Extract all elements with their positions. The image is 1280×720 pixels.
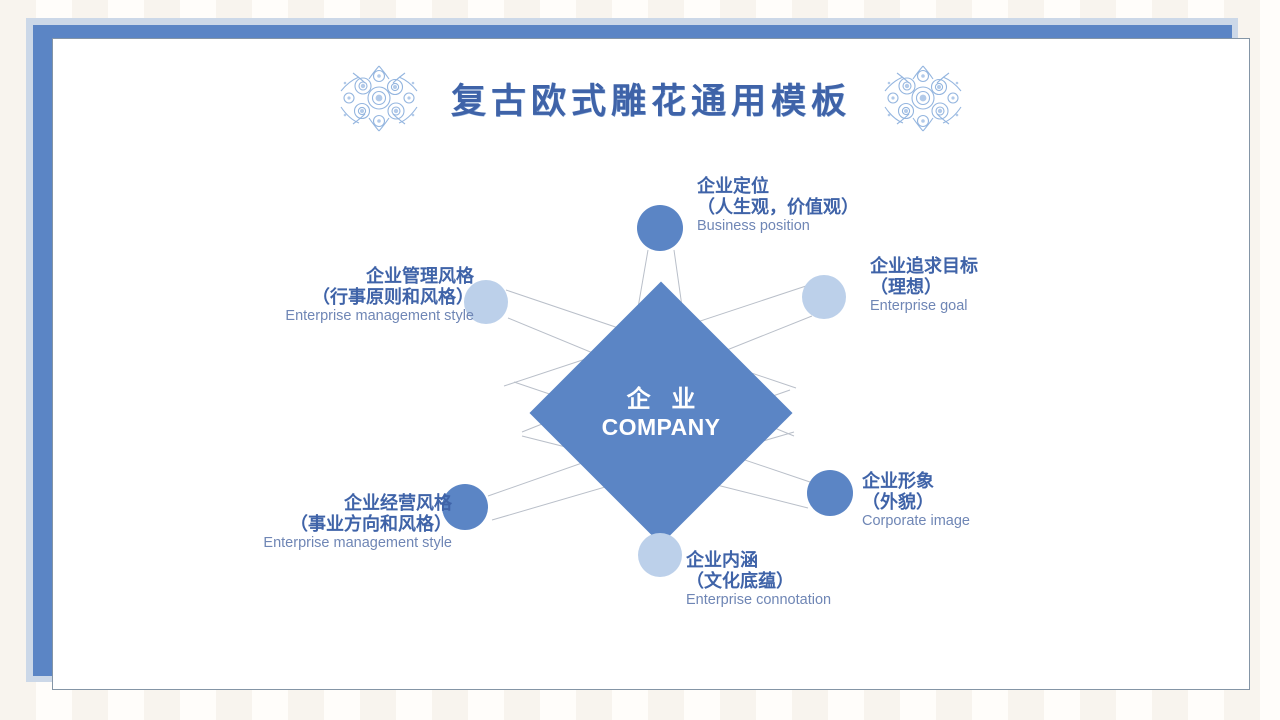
node-subtitle-enterprise-goal: （理想） bbox=[870, 277, 942, 298]
node-subtitle-enterprise-management-style: （行事原则和风格） bbox=[312, 287, 474, 308]
center-diamond[interactable]: 企 业 COMPANY bbox=[529, 281, 793, 545]
node-english-enterprise-management-style: Enterprise management style bbox=[285, 308, 474, 325]
node-label-business-operation-style[interactable]: 企业经营风格 （事业方向和风格） Enterprise management s… bbox=[160, 493, 452, 553]
node-english-enterprise-connotation: Enterprise connotation bbox=[686, 592, 832, 609]
node-english-corporate-image: Corporate image bbox=[862, 513, 970, 530]
node-dot-enterprise-connotation[interactable] bbox=[638, 533, 682, 577]
node-title-enterprise-management-style: 企业管理风格 bbox=[366, 266, 474, 286]
node-label-corporate-image[interactable]: 企业形象 （外貌） Corporate image bbox=[862, 471, 970, 531]
node-label-enterprise-management-style[interactable]: 企业管理风格 （行事原则和风格） Enterprise management s… bbox=[178, 266, 474, 326]
node-english-enterprise-goal: Enterprise goal bbox=[870, 298, 968, 315]
node-title-enterprise-goal: 企业追求目标 bbox=[870, 256, 978, 276]
node-english-business-operation-style: Enterprise management style bbox=[263, 535, 452, 552]
node-dot-enterprise-management-style[interactable] bbox=[464, 280, 508, 324]
node-dot-corporate-image[interactable] bbox=[807, 470, 853, 516]
node-title-business-operation-style: 企业经营风格 bbox=[344, 493, 452, 513]
node-title-business-position: 企业定位 bbox=[697, 176, 769, 196]
node-subtitle-enterprise-connotation: （文化底蕴） bbox=[686, 571, 794, 592]
center-title-en: COMPANY bbox=[601, 413, 721, 440]
node-dot-business-position[interactable] bbox=[637, 205, 683, 251]
diamond-label: 企 业 COMPANY bbox=[568, 320, 754, 506]
node-title-corporate-image: 企业形象 bbox=[862, 471, 934, 491]
node-title-enterprise-connotation: 企业内涵 bbox=[686, 550, 758, 570]
node-english-business-position: Business position bbox=[697, 218, 810, 235]
node-subtitle-business-operation-style: （事业方向和风格） bbox=[290, 514, 452, 535]
node-subtitle-corporate-image: （外貌） bbox=[862, 492, 934, 513]
center-title-cn: 企 业 bbox=[626, 385, 703, 413]
company-relationship-diagram: 企 业 COMPANY 企业定位 （人生观，价值观） Business posi… bbox=[52, 38, 1250, 690]
node-dot-enterprise-goal[interactable] bbox=[802, 275, 846, 319]
node-subtitle-business-position: （人生观，价值观） bbox=[697, 197, 859, 218]
node-label-business-position[interactable]: 企业定位 （人生观，价值观） Business position bbox=[697, 176, 859, 236]
node-dot-business-operation-style[interactable] bbox=[442, 484, 488, 530]
node-label-enterprise-connotation[interactable]: 企业内涵 （文化底蕴） Enterprise connotation bbox=[686, 550, 831, 610]
node-label-enterprise-goal[interactable]: 企业追求目标 （理想） Enterprise goal bbox=[870, 256, 978, 316]
